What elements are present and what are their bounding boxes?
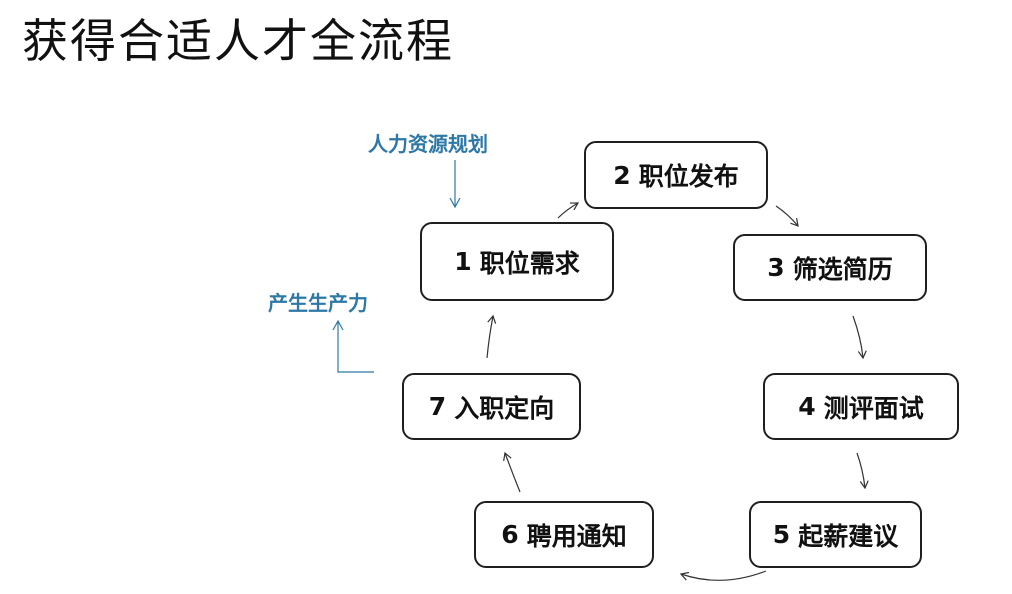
arrow-step6-to-step7 [503, 451, 521, 493]
arrow-step1-to-step2 [557, 202, 580, 219]
page-title: 获得合适人才全流程 [22, 14, 454, 68]
arrow-step5-to-step6 [679, 570, 767, 581]
arrow-step3-to-step4 [852, 315, 867, 360]
hr-planning-label: 人力资源规划 [368, 132, 488, 156]
productivity-label: 产生生产力 [268, 291, 368, 315]
arrow-step7-to-productivity [332, 319, 374, 373]
arrow-step7-to-step1 [486, 314, 497, 359]
arrow-step4-to-step5 [856, 452, 869, 490]
arrow-step2-to-step3 [775, 205, 799, 227]
